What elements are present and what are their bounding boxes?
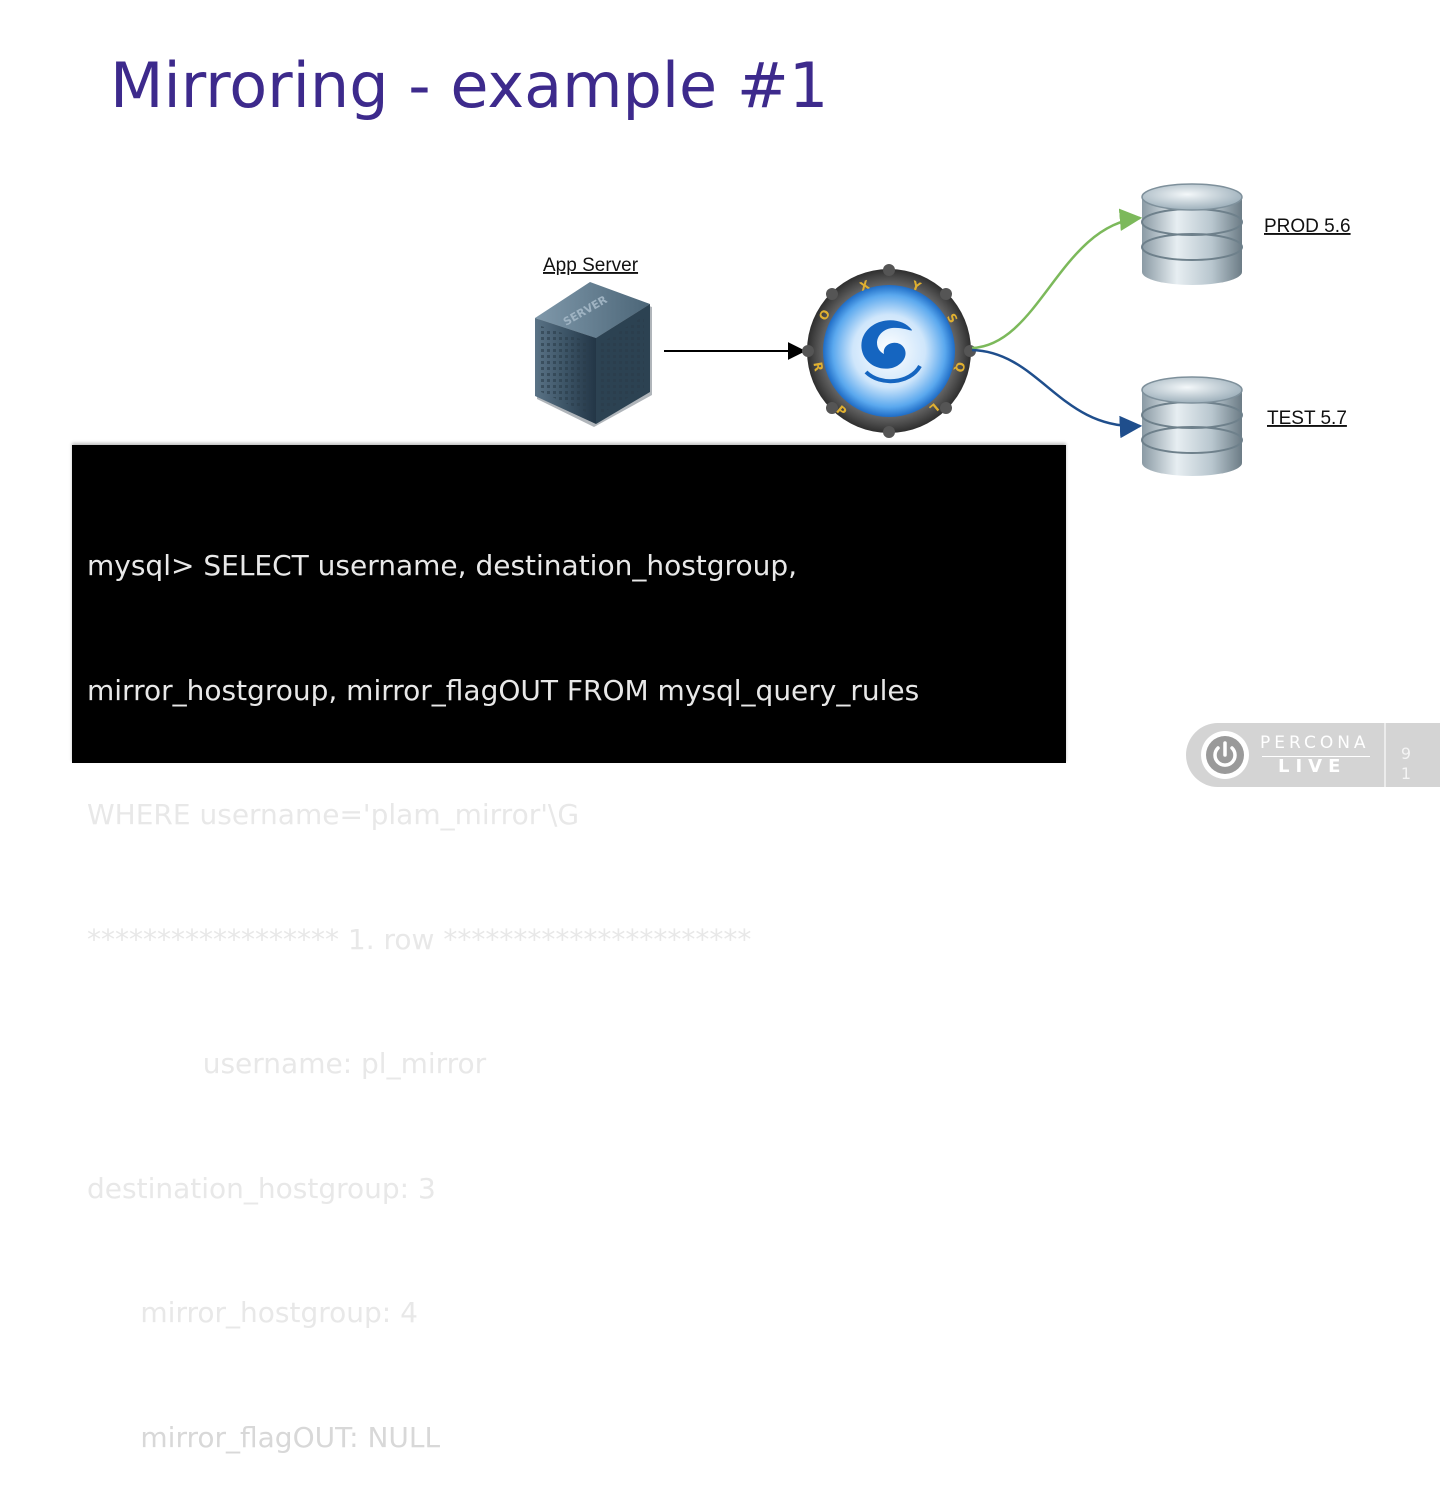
slide-title: Mirroring - example #1: [110, 49, 829, 122]
edge-proxy-to-prod: [971, 208, 1143, 350]
console-line: mirror_hostgroup: 4: [87, 1296, 418, 1329]
power-icon: [1201, 731, 1249, 779]
console-line: username: pl_mirror: [87, 1047, 487, 1080]
app-server-label: App Server: [543, 255, 639, 276]
prod-database-icon: [1141, 183, 1243, 285]
test-database-icon: [1141, 376, 1243, 476]
console-line: destination_hostgroup: 3: [87, 1171, 436, 1205]
edge-proxy-to-test: [971, 348, 1143, 439]
console-output: mysql> SELECT username, destination_host…: [87, 462, 1067, 1500]
console-panel: [72, 445, 1066, 763]
console-line: mirror_flagOUT: NULL: [87, 1420, 441, 1454]
console-line: mysql> SELECT username, destination_host…: [87, 549, 797, 582]
console-line: WHERE username='plam_mirror'\G: [87, 798, 580, 831]
console-line: ****************** 1. row **************…: [87, 922, 752, 956]
logo-word-percona: PERCONA: [1260, 733, 1370, 753]
architecture-diagram: App Server SERVER P R O X: [535, 183, 1351, 476]
test-label: TEST 5.7: [1267, 408, 1347, 429]
logo-word-live: LIVE: [1278, 756, 1347, 777]
server-icon: SERVER: [535, 282, 652, 427]
percona-live-logo: PERCONA LIVE: [1186, 723, 1440, 787]
proxysql-icon: P R O X Y S Q L: [802, 264, 976, 438]
prod-label: PROD 5.6: [1264, 216, 1351, 237]
console-line: mirror_hostgroup, mirror_flagOUT FROM my…: [87, 673, 920, 707]
logo-page-divider: [1384, 723, 1386, 787]
page-number: 91: [1400, 744, 1412, 783]
ring-letter: R: [810, 361, 825, 373]
logo-divider-line: [1262, 756, 1370, 757]
ring-letter: Q: [952, 361, 968, 373]
